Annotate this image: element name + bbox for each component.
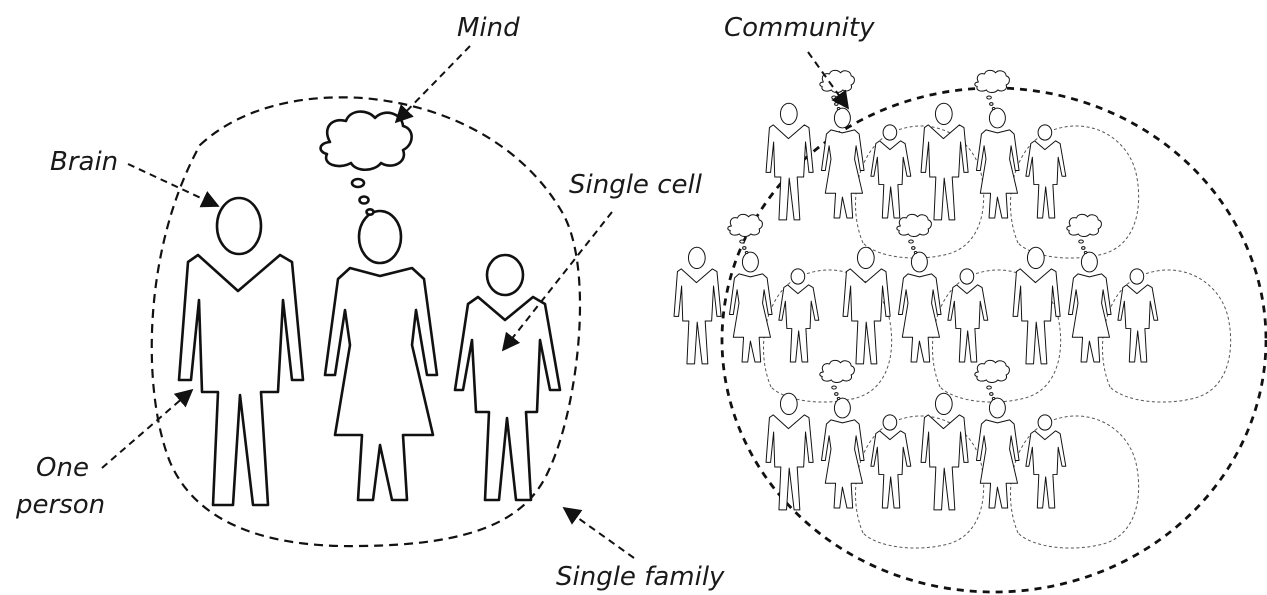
label-brain: Brain [50,147,118,177]
community-boundary [720,86,1267,594]
person-woman [323,209,439,502]
label-mind: Mind [457,13,520,43]
label-single-family: Single family [556,562,725,592]
thought-cloud-icon [319,110,413,216]
single-cell-arrow [501,211,613,352]
community-family [921,360,1139,548]
community-family [921,70,1139,258]
mind-arrow [394,45,471,124]
label-one-person-line1: One [36,453,89,483]
one-person-arrow [101,388,194,469]
label-community: Community [724,13,875,43]
label-one-person-line2: person [15,490,105,520]
community-families [674,70,1231,548]
person-man [177,196,305,507]
label-single-cell: Single cell [569,170,703,200]
community-family [1013,214,1231,402]
person-child [453,253,562,502]
single-family-arrow [562,506,635,559]
brain-arrow [127,163,220,208]
